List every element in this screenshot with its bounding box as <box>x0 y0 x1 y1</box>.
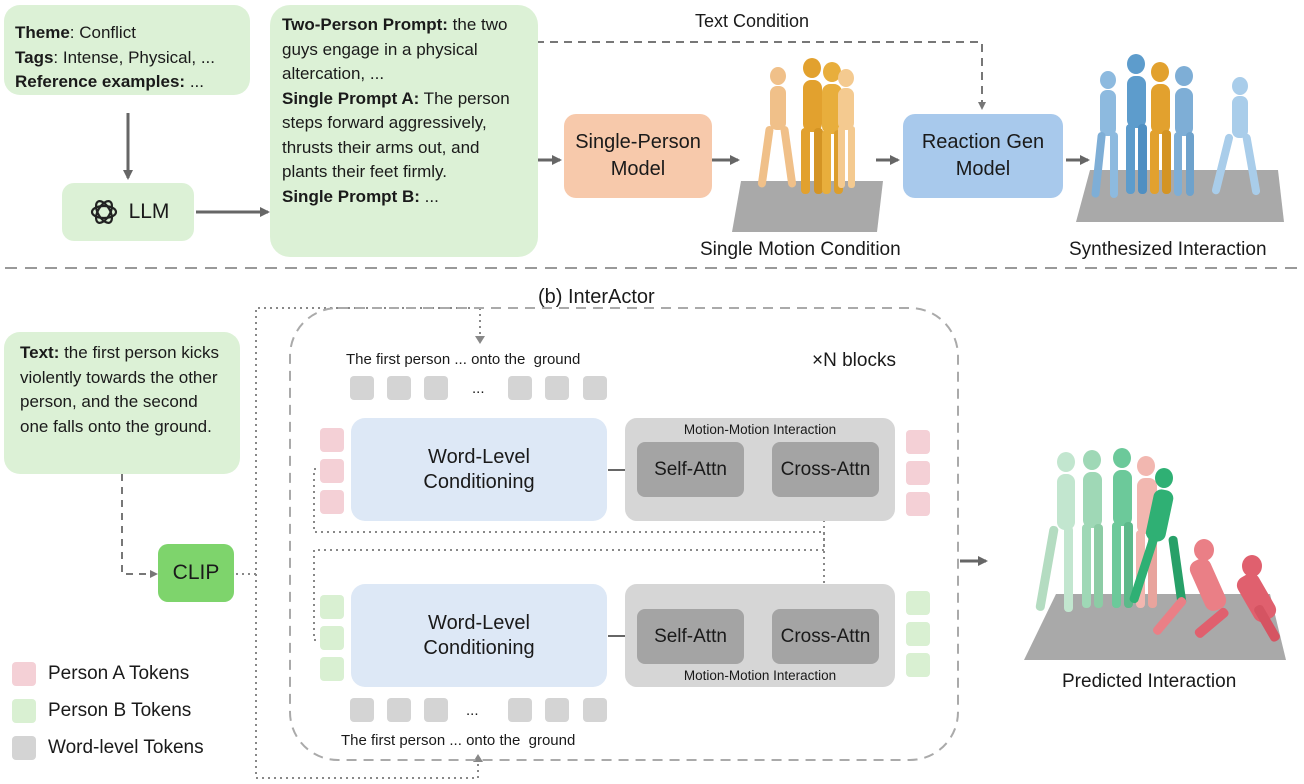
mm-label-b: Motion-Motion Interaction <box>683 668 837 683</box>
single-b-value: ... <box>419 186 439 206</box>
n-blocks-label: ×N blocks <box>812 350 896 371</box>
clip-box: CLIP <box>158 544 234 602</box>
word-level-conditioning-b: Word-Level Conditioning <box>351 584 607 687</box>
person-a-token <box>906 461 930 485</box>
n-blocks-frame <box>289 307 959 761</box>
single-b-key: Single Prompt B: <box>282 186 420 206</box>
person-b-token <box>906 622 930 646</box>
person-a-token <box>320 459 344 483</box>
reference-key: Reference examples: <box>15 72 186 91</box>
single-person-model: Single-Person Model <box>564 114 712 198</box>
theme-box: Theme: Conflict Tags: Intense, Physical,… <box>4 5 250 95</box>
legend-label-word-level: Word-level Tokens <box>48 737 204 758</box>
single-motion-figures <box>757 58 855 194</box>
prompt-box: Two-Person Prompt: the two guys engage i… <box>270 5 538 257</box>
legend-swatch-person-a <box>12 662 36 686</box>
person-a-token <box>320 428 344 452</box>
word-token <box>545 698 569 722</box>
mm-label-a: Motion-Motion Interaction <box>683 422 837 437</box>
text-key: Text: <box>20 343 60 362</box>
word-token <box>508 698 532 722</box>
word-token-dots: ... <box>472 380 485 397</box>
top-to-bottom-cross <box>313 468 825 600</box>
single-motion-condition-label: Single Motion Condition <box>700 239 901 260</box>
legend-swatch-word-level <box>12 736 36 760</box>
single-a-key: Single Prompt A: <box>282 88 420 108</box>
word-token <box>424 376 448 400</box>
token-row-bottom-first: The first person <box>341 732 446 749</box>
predicted-interaction-label: Predicted Interaction <box>1062 671 1237 692</box>
tags-value: : Intense, Physical, ... <box>53 47 215 67</box>
word-token <box>387 376 411 400</box>
legend: Person A Tokens Person B Tokens Word-lev… <box>12 662 232 772</box>
two-person-value: the two guys engage in a physical alterc… <box>282 15 508 83</box>
legend-swatch-person-b <box>12 699 36 723</box>
openai-icon <box>90 200 117 224</box>
reference-value: ... <box>185 72 204 91</box>
token-row-top-rest: onto the ground <box>471 351 581 368</box>
person-b-token <box>906 653 930 677</box>
word-token <box>424 698 448 722</box>
self-attn-a: Self-Attn <box>637 442 744 497</box>
word-token-dots: ... <box>466 702 479 719</box>
single-motion-platform <box>732 181 883 232</box>
bottom-to-top-cross <box>313 502 825 641</box>
synthesized-figures <box>1091 54 1261 198</box>
word-token <box>583 376 607 400</box>
theme-key: Theme <box>15 23 70 42</box>
clip-to-top-tokens <box>236 307 481 575</box>
token-row-bottom-dots: ... <box>449 732 462 749</box>
token-row-bottom-rest: onto the ground <box>466 732 576 749</box>
text-condition-label: Text Condition <box>695 11 810 31</box>
single-a-value: The person steps forward aggressively, t… <box>282 88 510 182</box>
legend-label-person-a: Person A Tokens <box>48 663 190 684</box>
clip-label: CLIP <box>172 561 220 584</box>
predicted-figures <box>1035 448 1280 642</box>
text-box: Text: the first person kicks violently t… <box>4 332 240 474</box>
token-row-top-first: The first person <box>346 351 451 368</box>
person-b-token <box>320 595 344 619</box>
two-person-key: Two-Person Prompt: <box>282 15 448 34</box>
word-level-conditioning-a: Word-Level Conditioning <box>351 418 607 521</box>
person-a-token <box>906 492 930 516</box>
tip-top-tokens <box>475 336 485 344</box>
token-row-bottom-text: The first person ... onto the ground <box>341 732 575 749</box>
person-a-token <box>320 490 344 514</box>
word-token <box>508 376 532 400</box>
synthesized-interaction-label: Synthesized Interaction <box>1069 239 1267 260</box>
self-attn-b: Self-Attn <box>637 609 744 664</box>
person-b-token <box>906 591 930 615</box>
text-value: the first person kicks violently towards… <box>20 343 220 436</box>
word-token <box>545 376 569 400</box>
legend-label-person-b: Person B Tokens <box>48 700 192 721</box>
cross-attn-b: Cross-Attn <box>772 609 879 664</box>
interactor-title: (b) InterActor <box>538 286 655 308</box>
llm-box: LLM <box>62 183 194 241</box>
token-row-top-text: The first person ... onto the ground <box>346 351 580 368</box>
word-token <box>583 698 607 722</box>
tags-key: Tags <box>15 47 54 67</box>
llm-label: LLM <box>128 200 170 223</box>
word-token <box>350 376 374 400</box>
person-b-token <box>320 657 344 681</box>
person-a-token <box>906 430 930 454</box>
token-row-top-dots: ... <box>454 351 467 368</box>
text-condition-line <box>536 41 986 110</box>
person-b-token <box>320 626 344 650</box>
text-to-clip-line <box>121 474 158 578</box>
word-token <box>350 698 374 722</box>
clip-to-bottom-tokens <box>255 574 479 779</box>
cross-attn-a: Cross-Attn <box>772 442 879 497</box>
word-token <box>387 698 411 722</box>
reaction-gen-model: Reaction Gen Model <box>903 114 1063 198</box>
theme-value: : Conflict <box>69 23 136 42</box>
